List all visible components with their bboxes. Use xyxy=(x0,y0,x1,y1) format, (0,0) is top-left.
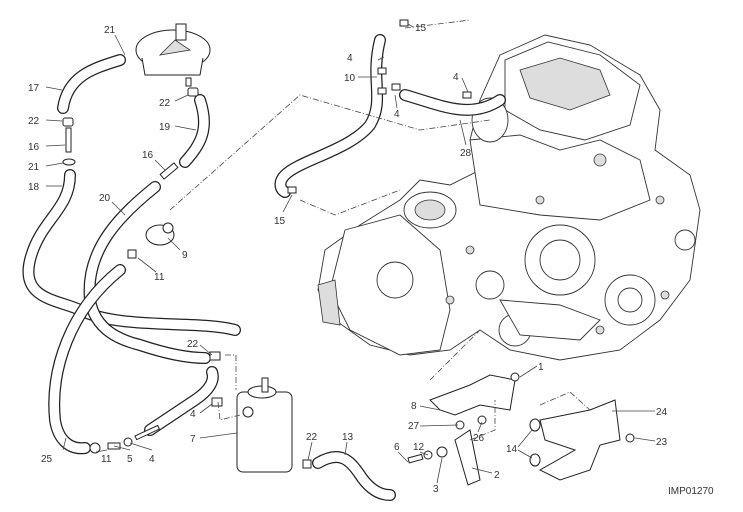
callout-27: 27 xyxy=(408,421,420,432)
small-parts xyxy=(62,19,635,486)
alignment-lines xyxy=(169,19,591,441)
callout-4: 4 xyxy=(149,454,155,465)
callout-labels: 21 17 22 16 21 18 22 19 16 20 9 11 15 4 … xyxy=(28,23,714,497)
callout-23: 23 xyxy=(656,437,668,448)
callout-15: 15 xyxy=(415,23,427,34)
callout-9: 9 xyxy=(182,250,188,261)
callout-15: 15 xyxy=(274,216,286,227)
callout-20: 20 xyxy=(99,193,111,204)
callout-8: 8 xyxy=(411,401,417,412)
callout-5: 5 xyxy=(127,454,133,465)
callout-4: 4 xyxy=(394,109,400,120)
hoses xyxy=(22,34,506,501)
callout-26: 26 xyxy=(473,433,485,444)
callout-17: 17 xyxy=(28,83,40,94)
callout-21: 21 xyxy=(104,25,116,36)
callout-4: 4 xyxy=(190,409,196,420)
callout-28: 28 xyxy=(460,148,472,159)
callout-1: 1 xyxy=(538,362,544,373)
callout-18: 18 xyxy=(28,182,40,193)
callout-24: 24 xyxy=(656,407,668,418)
callout-7: 7 xyxy=(190,434,196,445)
callout-2: 2 xyxy=(494,470,500,481)
callout-10: 10 xyxy=(344,73,356,84)
callout-13: 13 xyxy=(342,432,354,443)
callout-16: 16 xyxy=(28,142,40,153)
leader-lines xyxy=(45,23,656,484)
callout-21: 21 xyxy=(28,162,40,173)
callout-11: 11 xyxy=(154,272,165,283)
callout-6: 6 xyxy=(394,442,400,453)
callout-4: 4 xyxy=(453,72,459,83)
engine-assembly xyxy=(317,34,701,361)
callout-22: 22 xyxy=(28,116,40,127)
callout-25: 25 xyxy=(41,454,53,465)
callout-12: 12 xyxy=(413,442,425,453)
callout-11: 11 xyxy=(101,454,112,465)
fuel-filler-cap xyxy=(135,23,211,87)
callout-19: 19 xyxy=(159,122,171,133)
callout-22: 22 xyxy=(159,98,171,109)
callout-22: 22 xyxy=(306,432,318,443)
callout-16: 16 xyxy=(142,150,154,161)
callout-14: 14 xyxy=(506,444,518,455)
callout-3: 3 xyxy=(433,484,439,495)
drawing-code: IMP01270 xyxy=(668,486,714,497)
callout-4: 4 xyxy=(347,53,353,64)
callout-22: 22 xyxy=(187,339,199,350)
